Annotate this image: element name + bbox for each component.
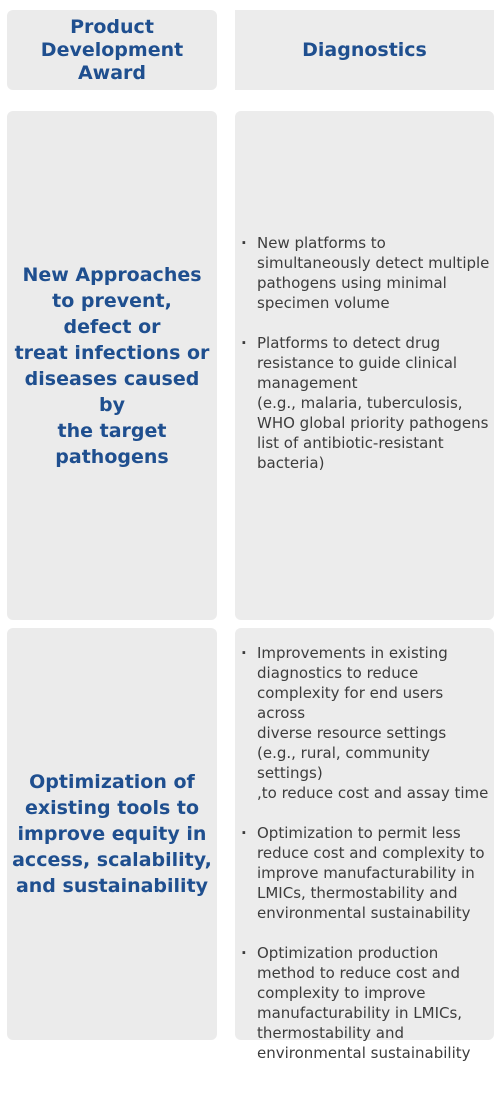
header-award-title: Product Development Award bbox=[40, 15, 184, 84]
row-new-approaches-category: New Approaches to prevent, defect or tre… bbox=[14, 263, 210, 468]
header-diagnostics-cell: Diagnostics bbox=[235, 10, 494, 90]
list-item: · Optimization production method to redu… bbox=[241, 943, 494, 1063]
list-item: · Platforms to detect drug resistance to… bbox=[241, 333, 494, 473]
bullet-dot: · bbox=[241, 234, 247, 252]
list-item: · Optimization to permit less reduce cos… bbox=[241, 823, 494, 923]
header-award-cell: Product Development Award bbox=[7, 10, 217, 90]
list-item-text: Optimization to permit less reduce cost … bbox=[257, 824, 485, 922]
list-item-text: Optimization production method to reduce… bbox=[257, 944, 471, 1062]
bullet-dot: · bbox=[241, 824, 247, 842]
row-new-approaches-bullet-list: · New platforms to simultaneously detect… bbox=[235, 233, 494, 473]
bullet-dot: · bbox=[241, 644, 247, 662]
list-item-text: New platforms to simultaneously detect m… bbox=[257, 234, 490, 312]
list-item-text: Platforms to detect drug resistance to g… bbox=[257, 334, 489, 472]
bullet-dot: · bbox=[241, 334, 247, 352]
list-item-text: Improvements in existing diagnostics to … bbox=[257, 644, 489, 802]
row-new-approaches-items-cell: · New platforms to simultaneously detect… bbox=[235, 111, 494, 620]
list-item: · New platforms to simultaneously detect… bbox=[241, 233, 494, 313]
row-optimization-category-cell: Optimization of existing tools to improv… bbox=[7, 628, 217, 1040]
row-optimization-category: Optimization of existing tools to improv… bbox=[12, 771, 212, 897]
list-item: · Improvements in existing diagnostics t… bbox=[241, 643, 494, 803]
bullet-dot: · bbox=[241, 944, 247, 962]
row-new-approaches-category-cell: New Approaches to prevent, defect or tre… bbox=[7, 111, 217, 620]
row-optimization-items-cell: · Improvements in existing diagnostics t… bbox=[235, 628, 494, 1062]
header-diagnostics-title: Diagnostics bbox=[302, 38, 427, 61]
row-optimization-bullet-list: · Improvements in existing diagnostics t… bbox=[235, 643, 494, 1063]
